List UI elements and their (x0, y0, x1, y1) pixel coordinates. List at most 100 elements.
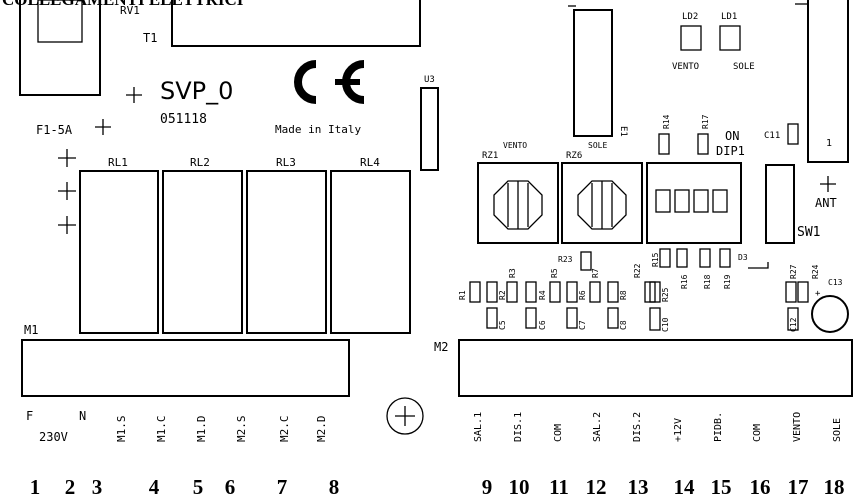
r14-label: R14 (662, 114, 671, 129)
resistor-r16: R16 (676, 248, 689, 289)
resistor-r27: R27 (785, 264, 798, 303)
m1-pin: M1.C (155, 416, 168, 443)
relay-label: RL2 (190, 156, 210, 169)
rz6-function: SOLE (588, 141, 607, 150)
resistor-r7: R7 (589, 268, 601, 303)
component-e1: E1 (568, 5, 628, 137)
m2-pin: DIS.2 (632, 412, 643, 442)
terminal-numbers: 1 2 3 4 5 6 7 8 9 10 11 12 13 14 15 16 1… (30, 475, 845, 499)
r5-label: R5 (550, 268, 559, 278)
board-marking: SVP_0 051118 Made in Italy (126, 77, 361, 136)
m1-pin: M2.D (315, 416, 328, 443)
dip1-label: DIP1 (716, 144, 745, 158)
c8-label: C8 (619, 320, 628, 330)
resistor-r2: R2 (486, 281, 507, 303)
terminal-number: 6 (225, 475, 236, 499)
capacitor-c5: C5 (486, 307, 507, 330)
m2-pin: DIS.1 (513, 412, 524, 442)
c7-label: C7 (578, 320, 587, 330)
resistor-r17: R17 (697, 114, 710, 155)
t1-label: T1 (143, 31, 157, 45)
r1-label: R1 (458, 290, 467, 300)
antenna-connector: 1 ANT (795, 0, 849, 210)
plus-mark (58, 182, 76, 200)
r24-label: R24 (811, 264, 820, 279)
m1-n-label: N (79, 409, 86, 423)
c11-label: C11 (764, 131, 780, 141)
d3-label: D3 (738, 253, 748, 262)
resistor-r18: R18 (699, 248, 712, 289)
m2-pin: VENTO (792, 412, 803, 442)
board-name: SVP_0 (160, 77, 233, 105)
resistor-r5: R5 (549, 268, 561, 303)
r6-label: R6 (578, 290, 587, 300)
resistor-r25: R25 (649, 281, 670, 303)
m2-label: M2 (434, 340, 448, 354)
u3-label: U3 (424, 75, 435, 85)
c5-label: C5 (498, 320, 507, 330)
plus-mark (58, 149, 76, 167)
antenna-pin: 1 (826, 138, 832, 149)
resistor-r19: R19 (719, 248, 732, 289)
terminal-number: 9 (482, 475, 493, 499)
capacitor-c13: C13 + (811, 278, 849, 333)
resistor-r4: R4 (525, 281, 547, 303)
r15-label: R15 (651, 252, 660, 267)
dip-switch-dip1: ON DIP1 (646, 129, 745, 244)
m1-label: M1 (24, 323, 38, 337)
capacitor-c6: C6 (525, 307, 547, 330)
terminal-number: 12 (586, 475, 607, 499)
capacitor-c8: C8 (607, 307, 628, 330)
terminal-number: 10 (509, 475, 530, 499)
c13-label: C13 (828, 278, 843, 287)
resistor-r23: R23 (558, 251, 592, 271)
rz6-label: RZ6 (566, 151, 582, 161)
r16-label: R16 (680, 274, 689, 289)
plus-mark (126, 87, 142, 103)
relay-label: RL1 (108, 156, 128, 169)
mounting-hole (386, 397, 424, 435)
r27-label: R27 (789, 264, 798, 279)
r7-label: R7 (591, 268, 600, 278)
r3-label: R3 (508, 268, 517, 278)
resistor-r6: R6 (566, 281, 587, 303)
relay-rl3: RL3 (246, 156, 327, 334)
capacitor-c12: C12 (787, 307, 799, 332)
m1-pin: M2.S (235, 416, 248, 443)
ld2-label: LD2 (682, 12, 698, 22)
resistor-r3: R3 (506, 268, 518, 303)
r4-label: R4 (538, 290, 547, 300)
trimmer-rz6: RZ6 SOLE (561, 141, 643, 244)
c12-label: C12 (789, 317, 798, 332)
ld1-label: LD1 (721, 12, 737, 22)
relay-rl2: RL2 (162, 156, 243, 334)
capacitor-c10: C10 (649, 307, 670, 332)
relay-label: RL4 (360, 156, 380, 169)
m2-pin: COM (553, 424, 564, 442)
m2-pin: SOLE (832, 418, 843, 442)
resistor-r24: R24 (797, 264, 820, 303)
antenna-label: ANT (815, 196, 837, 210)
m2-pin: COM (752, 424, 763, 442)
terminal-number: 16 (750, 475, 771, 499)
header-title: COLLEGAMENTI ELETTRICI (2, 0, 244, 9)
r19-label: R19 (723, 274, 732, 289)
m1-pin: M2.C (278, 416, 291, 443)
rz1-label: RZ1 (482, 151, 498, 161)
r17-label: R17 (701, 114, 710, 129)
resistor-r15: R15 (651, 248, 671, 268)
trimmer-rz1: RZ1 VENTO (477, 141, 559, 244)
resistor-r22: R22 (633, 263, 656, 303)
rv1-label: RV1 (120, 4, 140, 17)
polarity-mark: + (815, 289, 821, 299)
sw1-label: SW1 (797, 225, 820, 240)
relay-label: RL3 (276, 156, 296, 169)
relay-rl1: RL1 (79, 156, 159, 334)
r25-label: R25 (661, 287, 670, 302)
board-code: 051118 (160, 112, 207, 127)
terminal-number: 11 (549, 475, 569, 499)
transformer-t1: T1 (143, 0, 421, 47)
terminal-number: 15 (711, 475, 732, 499)
m1-voltage: 230V (39, 430, 68, 444)
terminal-number: 1 (30, 475, 41, 499)
